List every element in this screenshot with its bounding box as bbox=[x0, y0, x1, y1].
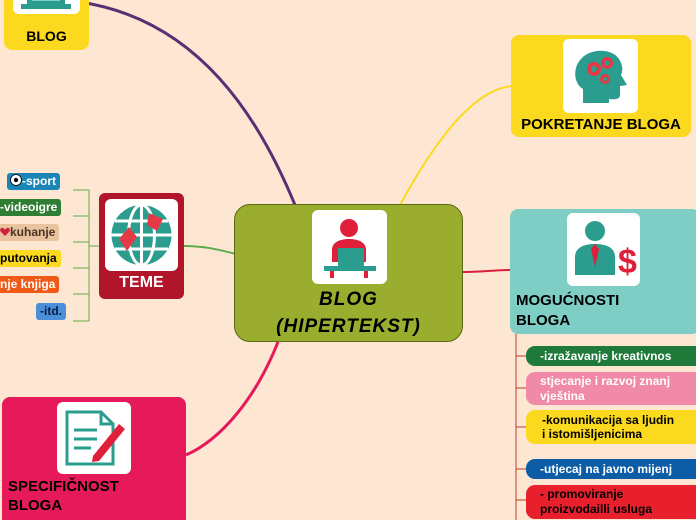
tag-putovanja-label: putovanja bbox=[0, 251, 57, 265]
tag-itd-label: -itd. bbox=[40, 304, 62, 318]
item-promoviranje-label-line2: proizvodailli usluga bbox=[540, 502, 653, 516]
globe-icon-tile bbox=[105, 199, 178, 271]
item-utjecaj-label: -utjecaj na javno mijenj bbox=[540, 462, 673, 476]
tag-itd[interactable]: -itd. bbox=[36, 303, 66, 320]
node-specificnost-label-line1: SPECIFIČNOST bbox=[8, 478, 119, 495]
svg-text:$: $ bbox=[618, 243, 637, 281]
item-komunikacija-label-line2: i istomišljenicima bbox=[542, 427, 643, 441]
tag-videoigre[interactable]: -videoigre bbox=[0, 199, 62, 216]
tag-videoigre-label: -videoigre bbox=[0, 200, 58, 214]
item-stjecanje-label-line2: vještina bbox=[540, 389, 585, 403]
item-izrazavanje-label: -izražavanje kreativnos bbox=[540, 349, 672, 363]
node-teme-label: TEME bbox=[119, 274, 164, 291]
brain-gears-icon bbox=[575, 50, 627, 103]
tag-sport-label: -sport bbox=[22, 174, 56, 188]
laptop-icon bbox=[21, 0, 71, 9]
person-desk-icon bbox=[324, 219, 376, 278]
laptop-icon-tile bbox=[13, 0, 80, 14]
document-pen-icon bbox=[65, 410, 125, 466]
node-specificnost-label-line2: BLOGA bbox=[8, 497, 63, 514]
brain-gears-icon-tile bbox=[563, 39, 638, 113]
node-mogucnosti-bloga[interactable]: $ MOGUĆNOSTI BLOGA bbox=[510, 209, 696, 334]
item-stjecanje-label-line1: stjecanje i razvoj znanj bbox=[540, 374, 671, 388]
node-blog-label: BLOG bbox=[26, 28, 67, 44]
item-izrazavanje-kreativnosti[interactable]: -izražavanje kreativnos bbox=[526, 346, 696, 366]
node-central-blog-hipertekst[interactable]: BLOG (HIPERTEKST) bbox=[234, 204, 463, 342]
tag-kuhanje[interactable]: kuhanje bbox=[0, 224, 60, 241]
node-teme[interactable]: TEME bbox=[99, 193, 184, 299]
item-promoviranje-label-line1: - promoviranje bbox=[540, 487, 624, 501]
item-komunikacija[interactable]: -komunikacija sa ljudin i istomišljenici… bbox=[526, 410, 696, 444]
node-blog[interactable]: BLOG bbox=[4, 0, 89, 50]
node-specificnost-bloga[interactable]: SPECIFIČNOST BLOGA bbox=[2, 397, 186, 520]
tag-putovanja[interactable]: putovanja bbox=[0, 250, 61, 267]
item-utjecaj-javno-mijenje[interactable]: -utjecaj na javno mijenj bbox=[526, 459, 696, 479]
central-title-line2: (HIPERTEKST) bbox=[276, 316, 421, 337]
globe-icon bbox=[111, 203, 172, 267]
node-mogucnosti-label-line2: BLOGA bbox=[516, 312, 571, 329]
person-dollar-icon-tile: $ bbox=[567, 213, 640, 286]
node-mogucnosti-label-line1: MOGUĆNOSTI bbox=[516, 292, 620, 309]
heart-icon bbox=[0, 227, 10, 236]
item-komunikacija-label-line1: -komunikacija sa ljudin bbox=[542, 413, 675, 427]
document-pen-icon-tile bbox=[57, 402, 131, 474]
tag-knjiga-label: nje knjiga bbox=[0, 277, 56, 291]
person-dollar-icon: $ bbox=[575, 221, 637, 281]
tag-kuhanje-label: kuhanje bbox=[10, 225, 56, 239]
person-desk-icon-tile bbox=[312, 210, 387, 284]
item-promoviranje[interactable]: - promoviranje proizvodailli usluga bbox=[526, 485, 696, 519]
node-pokretanje-label: POKRETANJE BLOGA bbox=[521, 116, 681, 133]
soccer-ball-icon bbox=[10, 174, 22, 186]
item-stjecanje-znanja[interactable]: stjecanje i razvoj znanj vještina bbox=[526, 372, 696, 405]
central-title-line1: BLOG bbox=[319, 289, 378, 310]
node-pokretanje-bloga[interactable]: POKRETANJE BLOGA bbox=[511, 35, 691, 137]
tag-sport[interactable]: -sport bbox=[7, 173, 60, 190]
tag-knjiga[interactable]: nje knjiga bbox=[0, 276, 60, 293]
